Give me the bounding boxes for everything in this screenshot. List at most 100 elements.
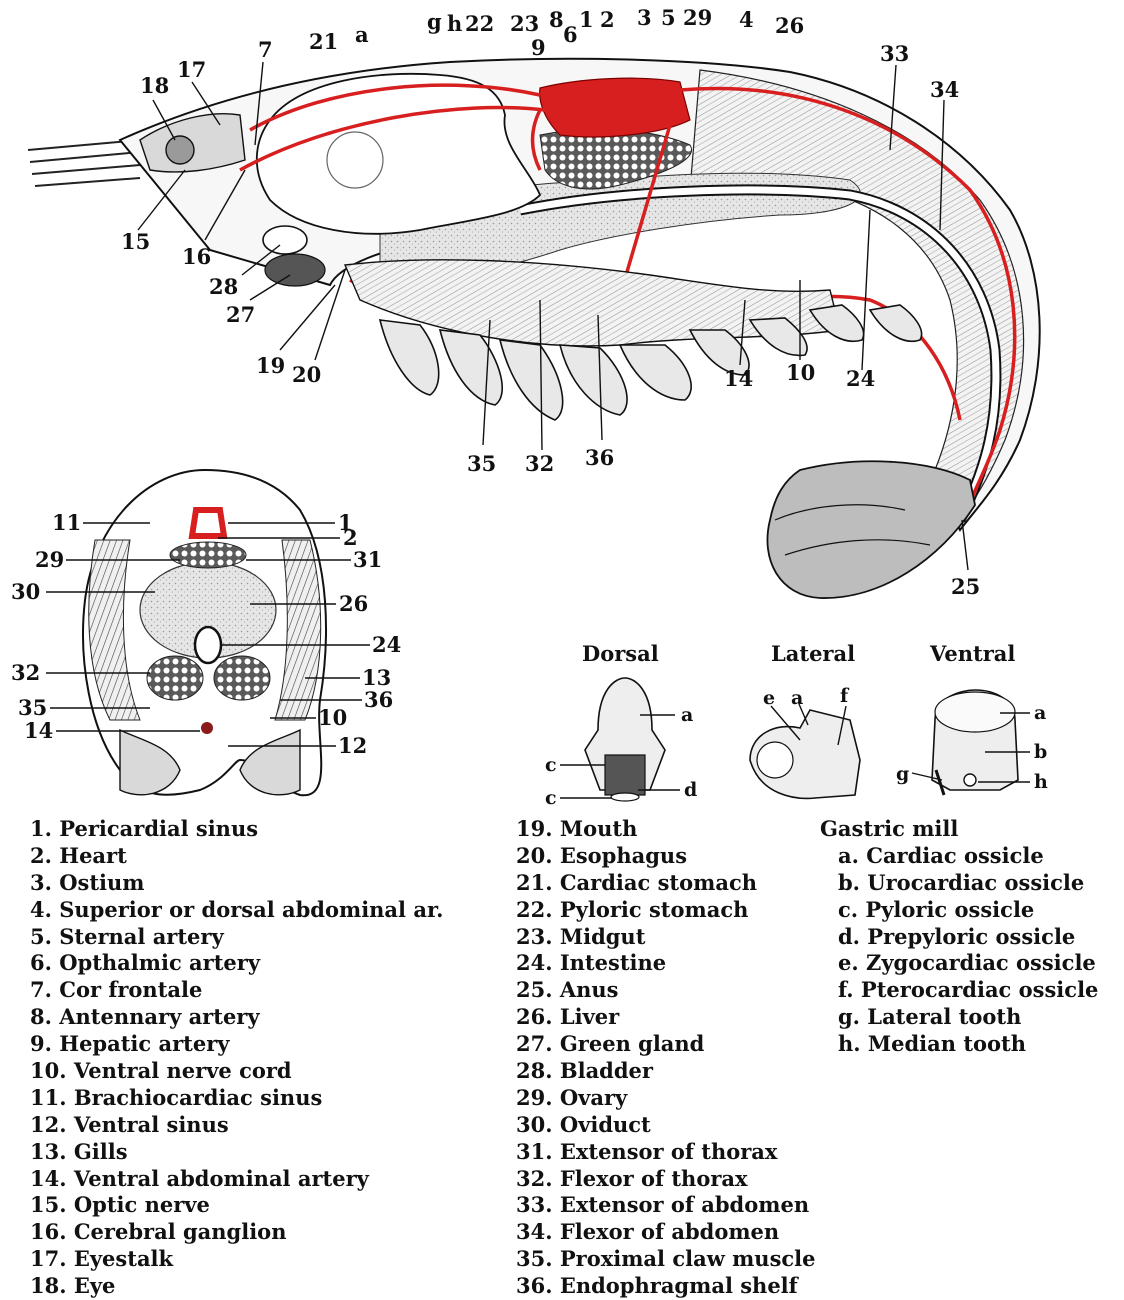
mill-lateral-a: a xyxy=(791,687,803,709)
legend-item: a. Cardiac ossicle xyxy=(820,843,1098,870)
bladder xyxy=(263,226,307,254)
side-label-3: 3 xyxy=(637,5,652,30)
legend-item: 12. Ventral sinus xyxy=(30,1112,443,1139)
legend-item: b. Urocardiac ossicle xyxy=(820,870,1098,897)
side-label-8: 8 xyxy=(549,7,564,32)
side-label-15: 15 xyxy=(121,229,150,254)
side-label-28: 28 xyxy=(209,274,238,299)
legend-item: d. Prepyloric ossicle xyxy=(820,924,1098,951)
legend-item: 30. Oviduct xyxy=(516,1112,816,1139)
legend-gastric-title: Gastric mill xyxy=(820,816,1098,843)
legend-item: h. Median tooth xyxy=(820,1031,1098,1058)
legend-item: 1. Pericardial sinus xyxy=(30,816,443,843)
side-label-5: 5 xyxy=(661,5,676,30)
side-label-24: 24 xyxy=(846,366,875,391)
legend-item: 6. Opthalmic artery xyxy=(30,950,443,977)
gastric-mill-figures: Dorsal Lateral Ventral a c c d e a f a xyxy=(545,641,1048,809)
section-ventral-artery xyxy=(201,722,213,734)
legend-item: 27. Green gland xyxy=(516,1031,816,1058)
side-label-9: 9 xyxy=(531,35,546,60)
mill-lateral-title: Lateral xyxy=(771,641,855,666)
legend-item: 36. Endophragmal shelf xyxy=(516,1273,816,1300)
legend-item: 24. Intestine xyxy=(516,950,816,977)
side-label-g: g xyxy=(427,9,442,34)
legend-item: 31. Extensor of thorax xyxy=(516,1139,816,1166)
mill-ventral-title: Ventral xyxy=(929,641,1015,666)
section-label-24: 24 xyxy=(372,632,401,657)
legend-item: 33. Extensor of abdomen xyxy=(516,1192,816,1219)
side-label-14: 14 xyxy=(724,366,753,391)
legend-item: 2. Heart xyxy=(30,843,443,870)
side-label-h: h xyxy=(447,11,462,36)
legend-item: 19. Mouth xyxy=(516,816,816,843)
side-label-27: 27 xyxy=(226,302,255,327)
legend-item: 32. Flexor of thorax xyxy=(516,1166,816,1193)
legend-item: 18. Eye xyxy=(30,1273,443,1300)
side-label-26: 26 xyxy=(775,13,804,38)
section-label-12: 12 xyxy=(338,733,367,758)
section-label-30: 30 xyxy=(11,579,40,604)
side-label-1: 1 xyxy=(579,7,594,32)
section-label-10: 10 xyxy=(318,705,347,730)
green-gland xyxy=(265,254,325,286)
side-label-22: 22 xyxy=(465,11,494,36)
side-label-25: 25 xyxy=(951,574,980,599)
legend-item: 28. Bladder xyxy=(516,1058,816,1085)
tail-fan xyxy=(767,461,975,598)
section-heart xyxy=(192,510,224,536)
section-flexor-right xyxy=(214,656,270,700)
section-intestine xyxy=(195,627,221,663)
legend-item: 21. Cardiac stomach xyxy=(516,870,816,897)
section-label-26: 26 xyxy=(339,591,368,616)
legend-item: 4. Superior or dorsal abdominal ar. xyxy=(30,897,443,924)
side-label-17: 17 xyxy=(177,57,206,82)
mill-ventral-h: h xyxy=(1034,771,1048,793)
legend-item: f. Pterocardiac ossicle xyxy=(820,977,1098,1004)
legend-item: 23. Midgut xyxy=(516,924,816,951)
side-label-6: 6 xyxy=(563,22,578,47)
mill-ventral-b: b xyxy=(1034,741,1047,763)
legend-item: 25. Anus xyxy=(516,977,816,1004)
side-label-34: 34 xyxy=(930,77,959,102)
mill-dorsal-d: d xyxy=(684,779,697,801)
side-label-21: 21 xyxy=(309,29,338,54)
legend-item: 9. Hepatic artery xyxy=(30,1031,443,1058)
section-label-11: 11 xyxy=(52,510,81,535)
side-label-10: 10 xyxy=(786,360,815,385)
legend-item: 34. Flexor of abdomen xyxy=(516,1219,816,1246)
legend-item: 16. Cerebral ganglion xyxy=(30,1219,443,1246)
side-label-19: 19 xyxy=(256,353,285,378)
section-label-31: 31 xyxy=(353,547,382,572)
section-flexor-left xyxy=(147,656,203,700)
mill-dorsal-c2: c xyxy=(545,787,557,809)
mill-lateral-e: e xyxy=(763,687,775,709)
side-label-36: 36 xyxy=(585,445,614,470)
legend-item: 17. Eyestalk xyxy=(30,1246,443,1273)
mill-dorsal-title: Dorsal xyxy=(582,641,659,666)
legend-item: 15. Optic nerve xyxy=(30,1192,443,1219)
antennae xyxy=(28,140,140,186)
legend-item: 26. Liver xyxy=(516,1004,816,1031)
side-label-32: 32 xyxy=(525,451,554,476)
section-label-35: 35 xyxy=(18,695,47,720)
side-label-35: 35 xyxy=(467,451,496,476)
mill-lateral-f: f xyxy=(840,685,850,707)
eye xyxy=(166,136,194,164)
section-label-32: 32 xyxy=(11,660,40,685)
side-label-20: 20 xyxy=(292,362,321,387)
legend-item: 13. Gills xyxy=(30,1139,443,1166)
legend-item: 8. Antennary artery xyxy=(30,1004,443,1031)
legend-item: g. Lateral tooth xyxy=(820,1004,1098,1031)
legend-item: 20. Esophagus xyxy=(516,843,816,870)
mill-ventral-g: g xyxy=(896,763,909,785)
side-label-2: 2 xyxy=(600,7,615,32)
legend-item: c. Pyloric ossicle xyxy=(820,897,1098,924)
side-label-a: a xyxy=(355,22,369,47)
legend-item: 29. Ovary xyxy=(516,1085,816,1112)
side-label-7: 7 xyxy=(258,37,273,62)
mill-dorsal-a: a xyxy=(681,704,693,726)
section-label-14: 14 xyxy=(24,718,53,743)
